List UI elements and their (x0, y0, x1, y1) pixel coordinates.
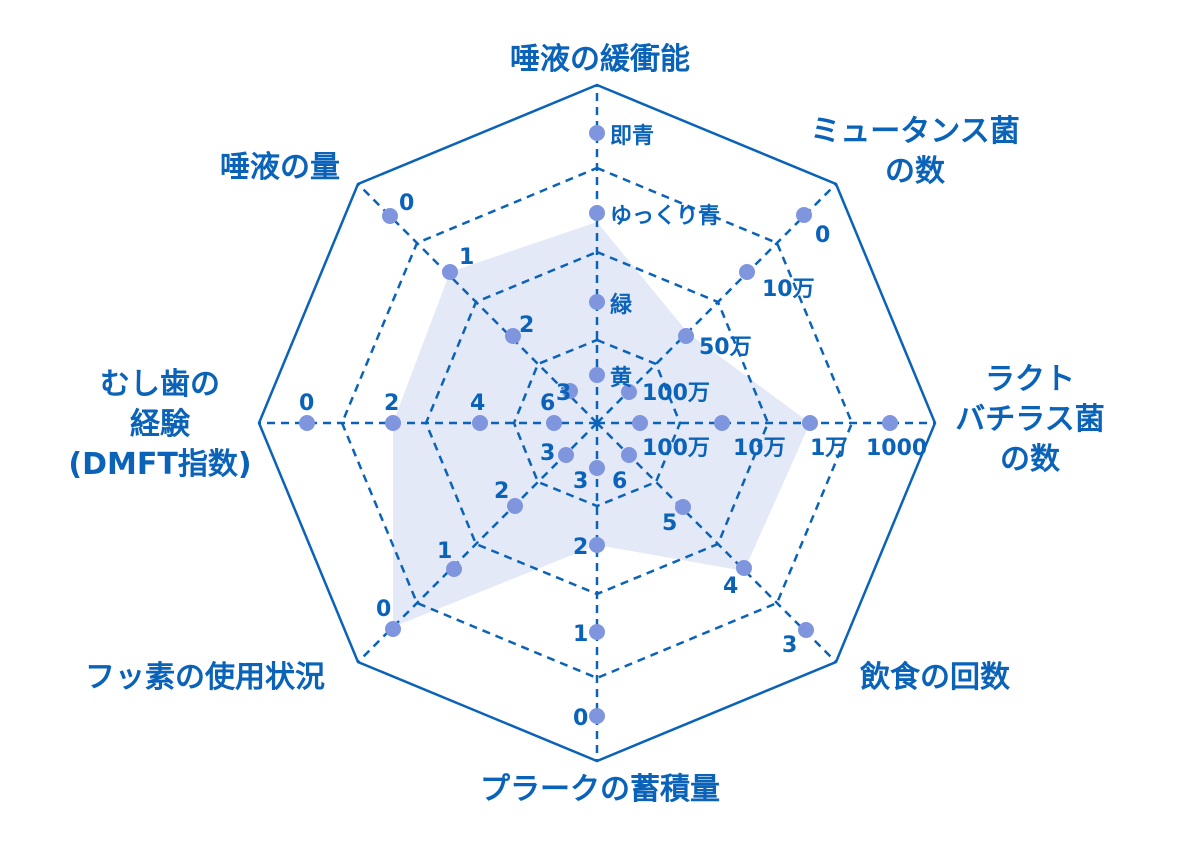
svg-text:1000: 1000 (866, 436, 927, 461)
svg-text:0: 0 (376, 597, 391, 622)
svg-text:即青: 即青 (610, 124, 654, 149)
svg-text:0: 0 (399, 191, 414, 216)
svg-text:2: 2 (384, 391, 399, 416)
axis-title-lacto-line2: バチラス菌 (955, 402, 1105, 437)
svg-text:2: 2 (494, 479, 509, 504)
axis-title-lacto-line3: の数 (1000, 442, 1060, 477)
axis-title-caries-line1: むし歯の (100, 367, 220, 402)
svg-text:10万: 10万 (762, 277, 815, 302)
axis-title-plaque: プラークの蓄積量 (480, 772, 720, 807)
svg-text:3: 3 (540, 441, 555, 466)
axis-title-saliva-amount: 唾液の量 (220, 150, 340, 185)
svg-text:黄: 黄 (610, 366, 632, 391)
tick-dots (299, 125, 898, 724)
svg-text:0: 0 (815, 223, 830, 248)
svg-text:1万: 1万 (810, 436, 847, 461)
svg-text:5: 5 (662, 511, 677, 536)
svg-text:2: 2 (519, 313, 534, 338)
svg-text:1: 1 (437, 539, 452, 564)
svg-text:2: 2 (573, 535, 588, 560)
axis-title-lactobacillus: ラクト バチラス菌 の数 (945, 360, 1115, 480)
axis-title-mutans-line2: の数 (885, 154, 945, 189)
axis-title-caries-line2: 経験 (130, 407, 190, 442)
axis-title-mutans-line1: ミュータンス菌 (810, 114, 1020, 149)
svg-text:3: 3 (573, 469, 588, 494)
axis-title-saliva-buffer: 唾液の緩衝能 (510, 42, 690, 77)
svg-text:6: 6 (612, 469, 627, 494)
svg-text:0: 0 (299, 391, 314, 416)
svg-text:緑: 緑 (610, 292, 633, 318)
svg-text:1: 1 (573, 622, 588, 647)
svg-text:3: 3 (782, 633, 797, 658)
tick-labels: 黄 緑 ゆっくり青 即青 100万 50万 10万 0 100万 10万 1万 … (299, 124, 927, 731)
svg-text:6: 6 (540, 391, 555, 416)
svg-text:3: 3 (556, 381, 571, 406)
svg-text:100万: 100万 (642, 381, 710, 406)
svg-text:ゆっくり青: ゆっくり青 (610, 204, 720, 229)
axis-title-caries-experience: むし歯の 経験 (DMFT指数) (60, 365, 260, 485)
axes (259, 85, 935, 761)
axis-title-eating-frequency: 飲食の回数 (860, 660, 1010, 695)
svg-text:0: 0 (573, 706, 588, 731)
svg-text:1: 1 (459, 245, 474, 270)
svg-text:100万: 100万 (642, 436, 710, 461)
svg-text:4: 4 (470, 391, 485, 416)
axis-title-fluoride: フッ素の使用状況 (85, 660, 325, 695)
svg-text:50万: 50万 (699, 335, 752, 360)
svg-text:10万: 10万 (733, 436, 786, 461)
axis-title-lacto-line1: ラクト (985, 362, 1075, 397)
axis-title-caries-line3: (DMFT指数) (68, 447, 252, 482)
svg-text:4: 4 (723, 574, 738, 599)
axis-title-mutans: ミュータンス菌 の数 (790, 112, 1040, 192)
